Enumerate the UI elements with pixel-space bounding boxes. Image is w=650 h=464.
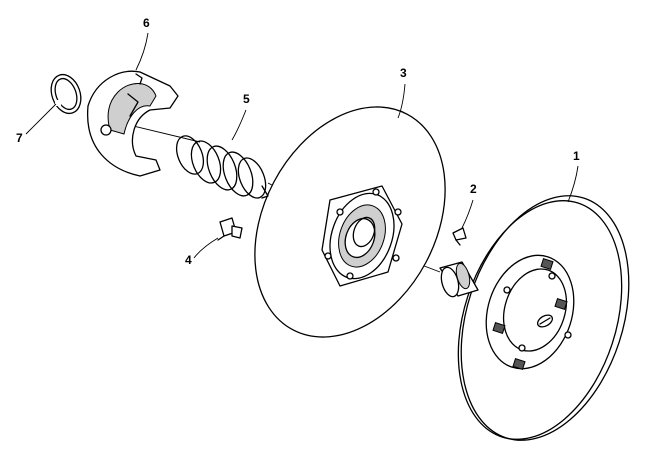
callout-1: 1 — [567, 149, 580, 203]
callout-2: 2 — [461, 182, 477, 229]
part-6-cam — [87, 70, 179, 177]
callout-label-2: 2 — [470, 182, 477, 196]
callout-4: 4 — [185, 237, 219, 267]
part-5-spring — [175, 135, 269, 199]
part-4-button — [217, 217, 243, 241]
callout-6: 6 — [135, 16, 150, 71]
callout-label-4: 4 — [185, 253, 192, 267]
callout-3: 3 — [397, 66, 407, 119]
callout-label-6: 6 — [143, 16, 150, 30]
callout-label-3: 3 — [400, 66, 407, 80]
callout-label-1: 1 — [573, 149, 580, 163]
callout-label-5: 5 — [243, 92, 250, 106]
part-3-movable-sheave — [254, 106, 446, 338]
callout-7: 7 — [16, 103, 57, 145]
part-2-key — [452, 227, 467, 246]
part-7-snap-ring — [50, 73, 82, 115]
callout-5: 5 — [231, 92, 250, 141]
part-1-fixed-sheave — [439, 195, 630, 441]
callout-label-7: 7 — [16, 131, 23, 145]
